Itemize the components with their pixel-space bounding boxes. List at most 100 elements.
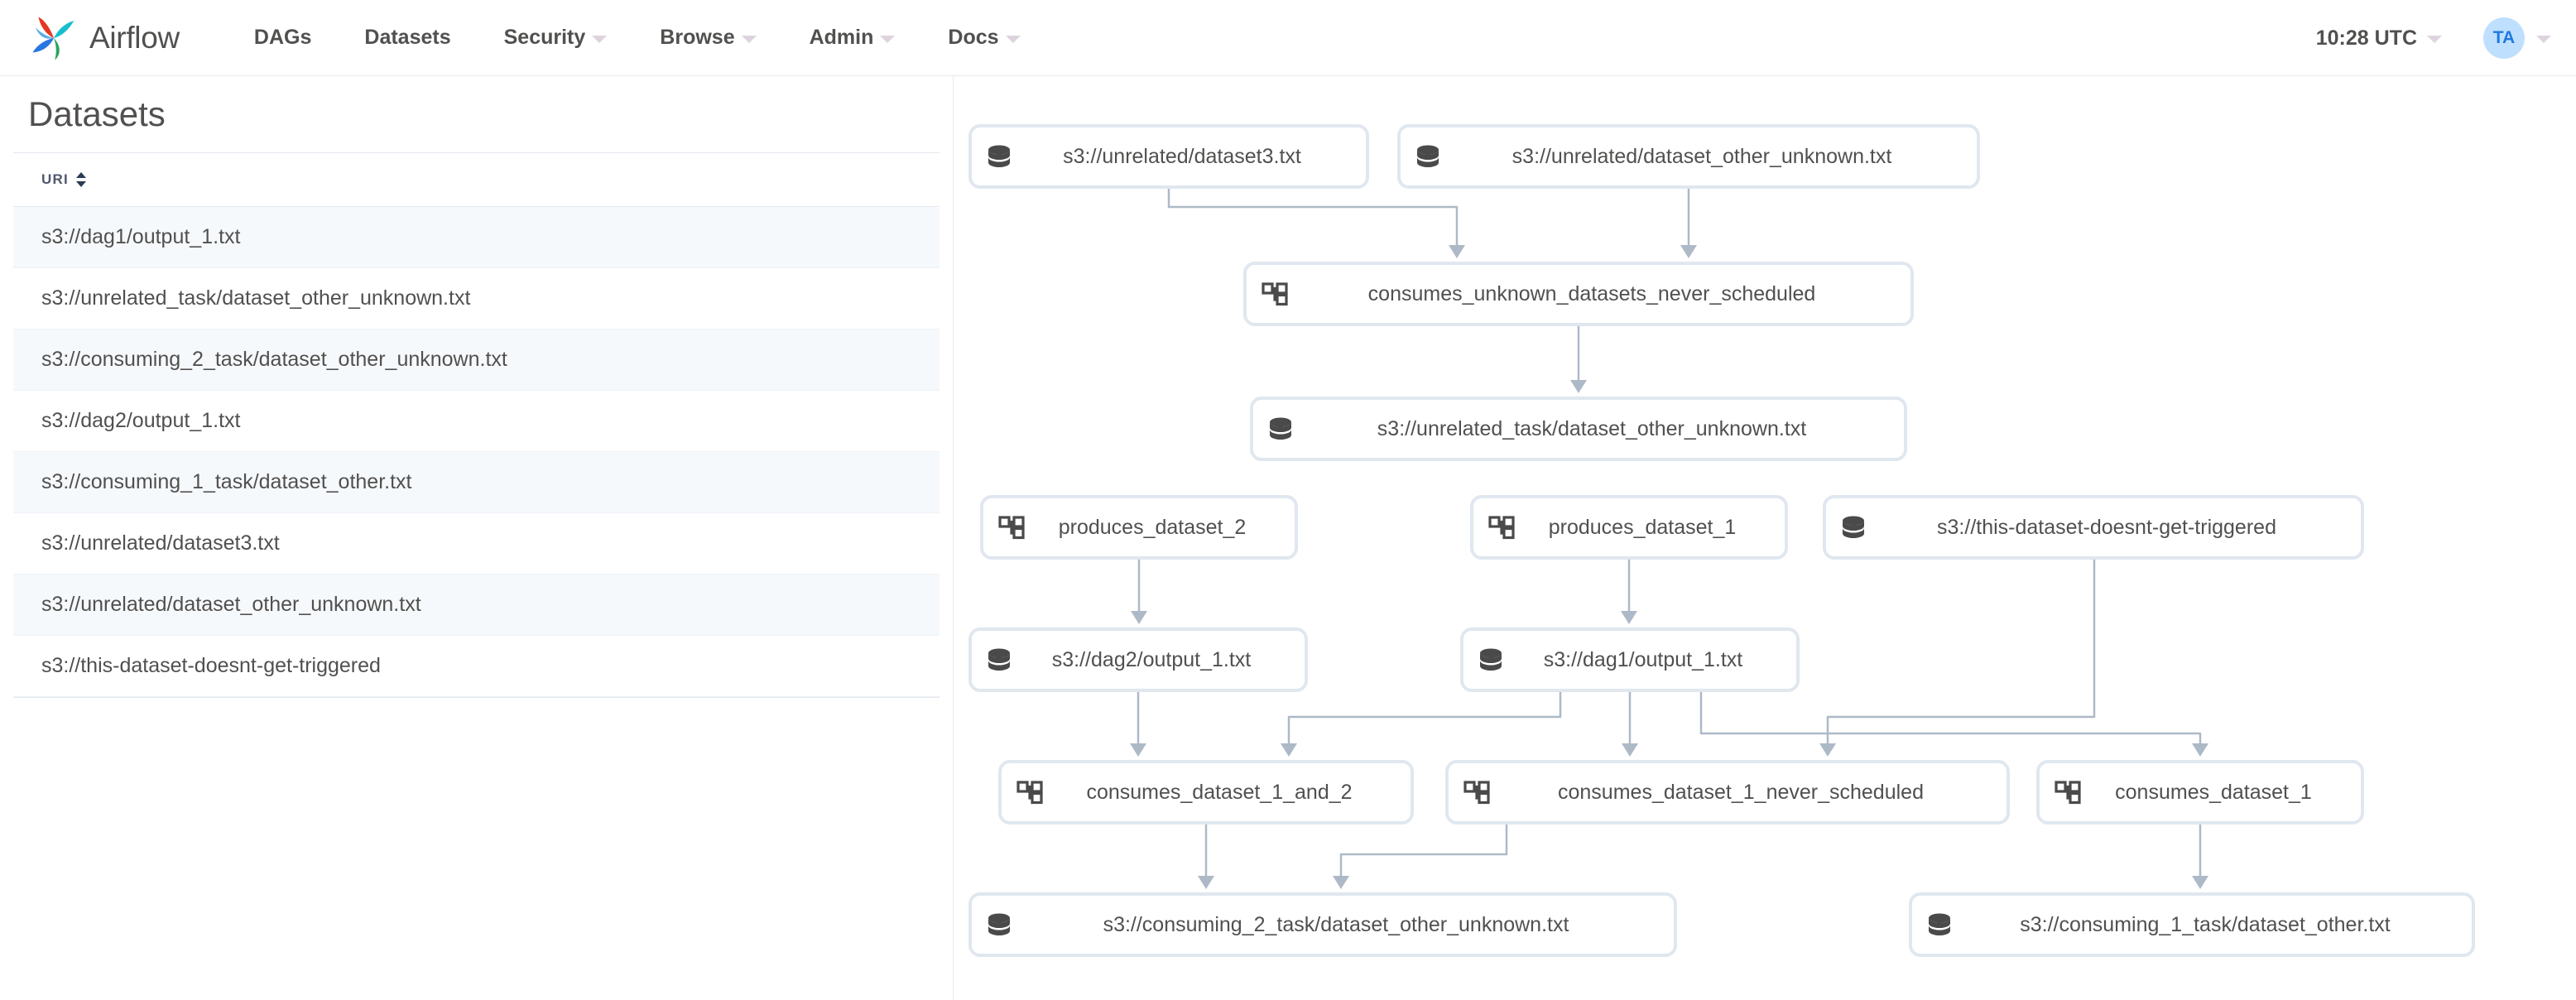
sitemap-icon [998,516,1025,540]
graph-node-dag[interactable]: consumes_unknown_datasets_never_schedule… [1243,262,1914,326]
graph-edge-arrowhead [1570,380,1587,393]
graph-node-dag[interactable]: consumes_dataset_1_and_2 [998,760,1414,825]
nav-item-security[interactable]: Security [478,26,634,50]
graph-node-dataset[interactable]: s3://this-dataset-doesnt-get-triggered [1823,495,2364,560]
table-header-row: URI [13,153,940,207]
page-title: Datasets [28,94,166,133]
graph-node-dataset[interactable]: s3://dag2/output_1.txt [968,627,1308,692]
dataset-uri-cell[interactable]: s3://dag1/output_1.txt [13,206,940,268]
graph-edge [1826,558,2096,745]
graph-node-dag[interactable]: consumes_dataset_1_never_scheduled [1445,760,2010,825]
node-label: consumes_dataset_1_and_2 [1086,781,1352,804]
graph-node-dataset[interactable]: s3://consuming_2_task/dataset_other_unkn… [968,892,1677,957]
node-background [968,892,1677,957]
node-background [2036,760,2364,825]
node-background [1909,892,2475,957]
database-icon [1270,417,1291,440]
node-label: consumes_dataset_1 [2115,781,2312,804]
graph-edge-arrowhead [1333,876,1349,889]
graph-node-dag[interactable]: consumes_dataset_1 [2036,760,2364,825]
dataset-uri-cell[interactable]: s3://this-dataset-doesnt-get-triggered [13,635,940,697]
node-background [1243,262,1914,326]
graph-edge-arrowhead [1198,876,1214,889]
node-background [980,495,1298,560]
graph-node-dataset[interactable]: s3://dag1/output_1.txt [1460,627,1800,692]
navbar-right: 10:28 UTC TA [2295,0,2551,76]
node-label: s3://dag1/output_1.txt [1544,648,1743,671]
sitemap-icon [1016,781,1043,805]
timezone-selector[interactable]: 10:28 UTC [2295,26,2463,50]
table-row[interactable]: s3://dag2/output_1.txt [13,390,940,452]
dataset-uri-cell[interactable]: s3://unrelated_task/dataset_other_unknow… [13,267,940,329]
node-background [1460,627,1800,692]
brand-logo-link[interactable]: Airflow [30,14,180,62]
node-background [998,760,1414,825]
node-label: s3://unrelated_task/dataset_other_unknow… [1377,417,1806,440]
nav-item-docs[interactable]: Docs [921,26,1046,50]
node-background [968,124,1369,189]
nav-item-label: Docs [948,26,999,49]
column-header-uri[interactable]: URI [13,153,940,207]
node-label: produces_dataset_2 [1059,516,1247,539]
chevron-down-icon [2536,36,2551,43]
nav-links: DAGs Datasets Security Browse Admin Docs [228,26,1047,50]
database-icon [988,913,1010,935]
sort-updown-icon[interactable] [75,171,86,188]
dataset-graph-pane[interactable]: s3://unrelated/dataset3.txt s3://unrelate… [954,76,2576,1000]
table-row[interactable]: s3://unrelated/dataset_other_unknown.txt [13,574,940,636]
graph-edge-arrowhead [1131,611,1147,624]
graph-edge-arrowhead [1622,743,1638,757]
graph-node-dataset[interactable]: s3://unrelated_task/dataset_other_unknow… [1250,397,1907,461]
nav-item-admin[interactable]: Admin [783,26,922,50]
avatar: TA [2483,17,2525,59]
node-label: consumes_dataset_1_never_scheduled [1558,781,1924,804]
column-header-label: URI [41,171,69,187]
table-head: URI [13,153,940,207]
nav-item-dags[interactable]: DAGs [228,26,338,50]
graph-node-dataset[interactable]: s3://unrelated/dataset3.txt [968,124,1369,189]
sitemap-icon [1262,282,1288,306]
nav-item-label: Security [503,26,586,49]
database-icon [1843,516,1864,538]
dataset-uri-cell[interactable]: s3://unrelated/dataset_other_unknown.txt [13,574,940,636]
dataset-uri-cell[interactable]: s3://unrelated/dataset3.txt [13,512,940,575]
node-label: s3://consuming_1_task/dataset_other.txt [2020,913,2391,936]
node-background [1250,397,1907,461]
nav-item-datasets[interactable]: Datasets [338,26,477,50]
chevron-down-icon [880,35,896,43]
sitemap-icon [2055,781,2081,805]
table-row[interactable]: s3://consuming_1_task/dataset_other.txt [13,451,940,513]
graph-edge-arrowhead [2192,743,2208,757]
graph-node-dag[interactable]: produces_dataset_2 [980,495,1298,560]
graph-node-dataset[interactable]: s3://consuming_1_task/dataset_other.txt [1909,892,2475,957]
user-menu[interactable]: TA [2463,17,2551,59]
graph-node-dag[interactable]: produces_dataset_1 [1470,495,1788,560]
dataset-uri-cell[interactable]: s3://consuming_2_task/dataset_other_unkn… [13,329,940,391]
table-row[interactable]: s3://consuming_2_task/dataset_other_unkn… [13,329,940,391]
node-label: s3://this-dataset-doesnt-get-triggered [1937,516,2276,539]
node-background [968,627,1308,692]
node-background [1397,124,1980,189]
sitemap-icon [1463,781,1490,805]
table-row[interactable]: s3://unrelated_task/dataset_other_unknow… [13,267,940,329]
table-row[interactable]: s3://dag1/output_1.txt [13,206,940,268]
node-label: s3://unrelated/dataset3.txt [1063,145,1301,168]
nav-item-label: Admin [809,26,874,49]
node-background [1470,495,1788,560]
graph-edge [1339,823,1508,877]
dataset-uri-cell[interactable]: s3://dag2/output_1.txt [13,390,940,452]
dataset-dependency-graph[interactable]: s3://unrelated/dataset3.txt s3://unrelate… [954,76,2575,1000]
graph-node-dataset[interactable]: s3://unrelated/dataset_other_unknown.txt [1397,124,1980,189]
chevron-down-icon [592,35,608,43]
graph-edge-arrowhead [1449,245,1465,258]
node-label: produces_dataset_1 [1549,516,1737,539]
table-row[interactable]: s3://this-dataset-doesnt-get-triggered [13,635,940,697]
dataset-uri-cell[interactable]: s3://consuming_1_task/dataset_other.txt [13,451,940,513]
table-row[interactable]: s3://unrelated/dataset3.txt [13,512,940,575]
clock-label: 10:28 UTC [2315,26,2417,50]
airflow-pinwheel-logo-icon [32,16,74,60]
graph-edge-arrowhead [1281,743,1297,757]
nav-item-browse[interactable]: Browse [633,26,782,50]
